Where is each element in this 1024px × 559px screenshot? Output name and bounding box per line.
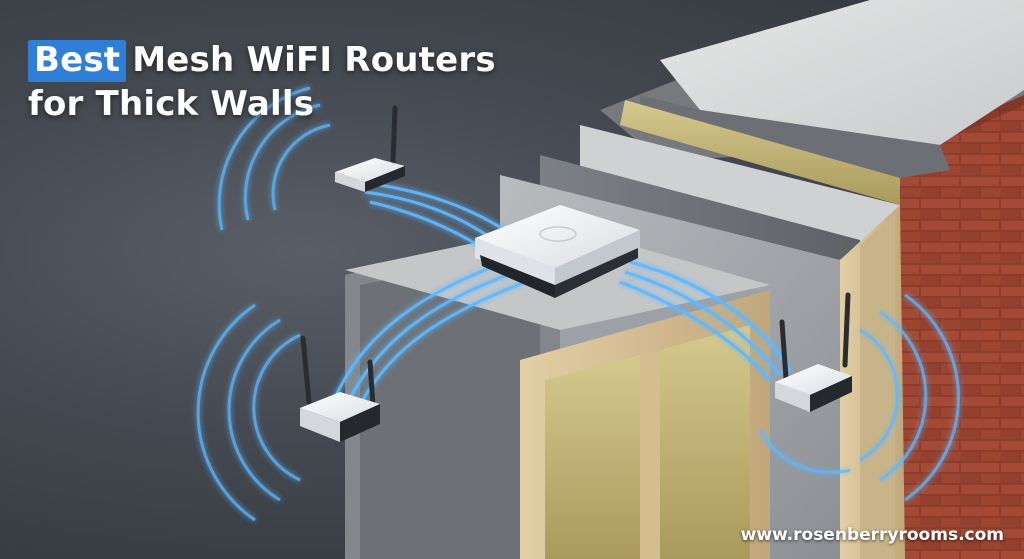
website-url: www.rosenberryrooms.com (740, 525, 1004, 545)
antenna-icon (842, 292, 851, 368)
satellite-router-right (775, 292, 852, 412)
headline-line-2: for Thick Walls (28, 84, 315, 124)
top-slab-layers (600, 0, 1024, 205)
satellite-router-top-left (335, 105, 405, 192)
headline-line-1-rest: Mesh WiFI Routers (132, 40, 496, 80)
router-icon (475, 205, 640, 298)
satellite-router-bottom-left (300, 335, 380, 442)
headline-highlight: Best (28, 40, 127, 82)
wifi-wave-icon (196, 86, 960, 522)
antenna-icon (390, 105, 398, 165)
wall-layers (345, 125, 905, 559)
antenna-icon (779, 319, 789, 381)
antenna-icon (300, 335, 312, 405)
